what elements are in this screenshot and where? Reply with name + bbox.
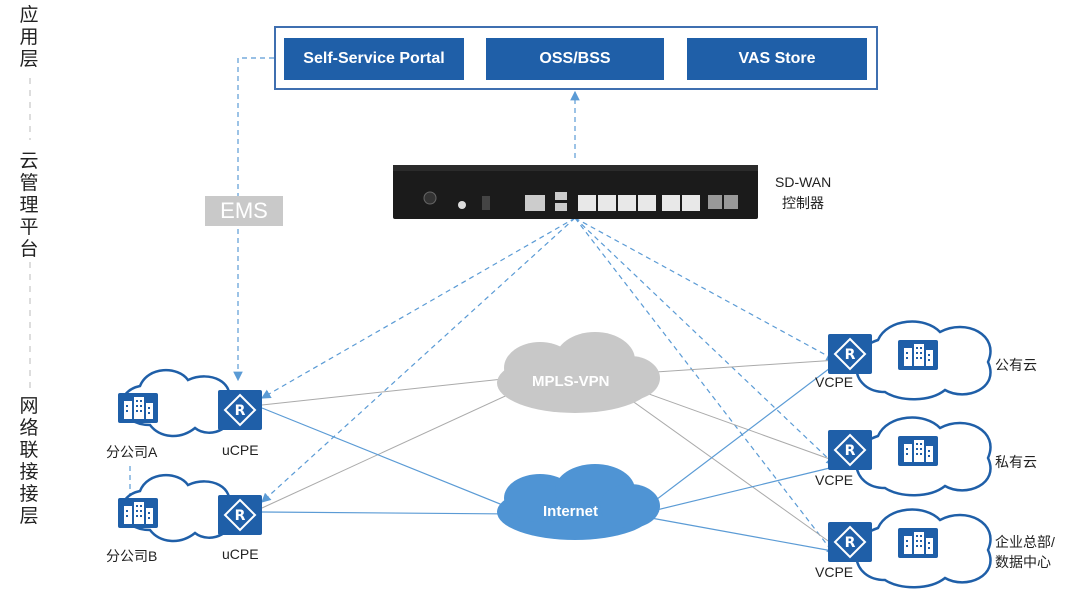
private-cloud-label: 私有云: [995, 454, 1037, 470]
mpls-label: MPLS-VPN: [532, 373, 610, 390]
hq-device-label: VCPE: [815, 564, 854, 580]
layer-label-cloud-management: 云管理平台: [19, 150, 39, 260]
internet-cloud: [497, 464, 660, 540]
layer-label-network-access: 网络联接接层: [19, 395, 39, 527]
hq-site: [827, 508, 992, 589]
hq-label-line2: 数据中心: [995, 554, 1051, 570]
mpls-cloud: [497, 332, 660, 413]
sdwan-controller-device: [393, 165, 758, 219]
controller-links: [129, 57, 837, 556]
branch-a-device-label: uCPE: [222, 442, 259, 458]
internet-label: Internet: [543, 503, 599, 520]
vas-store-box: VAS Store: [687, 38, 867, 80]
branch-a-ucpe-icon: [217, 389, 263, 431]
public-cloud-site: [827, 320, 992, 401]
public-cloud-device-label: VCPE: [815, 374, 854, 390]
application-layer-box: Self-Service Portal OSS/BSS VAS Store: [274, 26, 878, 90]
branch-a-label: 分公司A: [106, 444, 158, 460]
branch-b-label: 分公司B: [106, 548, 158, 564]
public-cloud-label: 公有云: [995, 357, 1037, 373]
controller-label-line1: SD-WAN: [775, 174, 832, 190]
oss-bss-box: OSS/BSS: [486, 38, 664, 80]
branch-a-building-icon: [118, 393, 158, 423]
branch-b-ucpe-icon: [217, 494, 263, 536]
branch-b-device-label: uCPE: [222, 546, 259, 562]
controller-label-line2: 控制器: [782, 195, 824, 211]
layer-label-application: 应用层: [19, 4, 39, 70]
self-service-portal-box: Self-Service Portal: [284, 38, 464, 80]
hq-label-line1: 企业总部/: [995, 534, 1055, 550]
private-cloud-device-label: VCPE: [815, 472, 854, 488]
mpls-links: [261, 359, 839, 549]
internet-links: [261, 361, 839, 553]
private-cloud-site: [827, 416, 992, 497]
branch-b-building-icon: [118, 498, 158, 528]
ems-box: EMS: [205, 196, 283, 226]
